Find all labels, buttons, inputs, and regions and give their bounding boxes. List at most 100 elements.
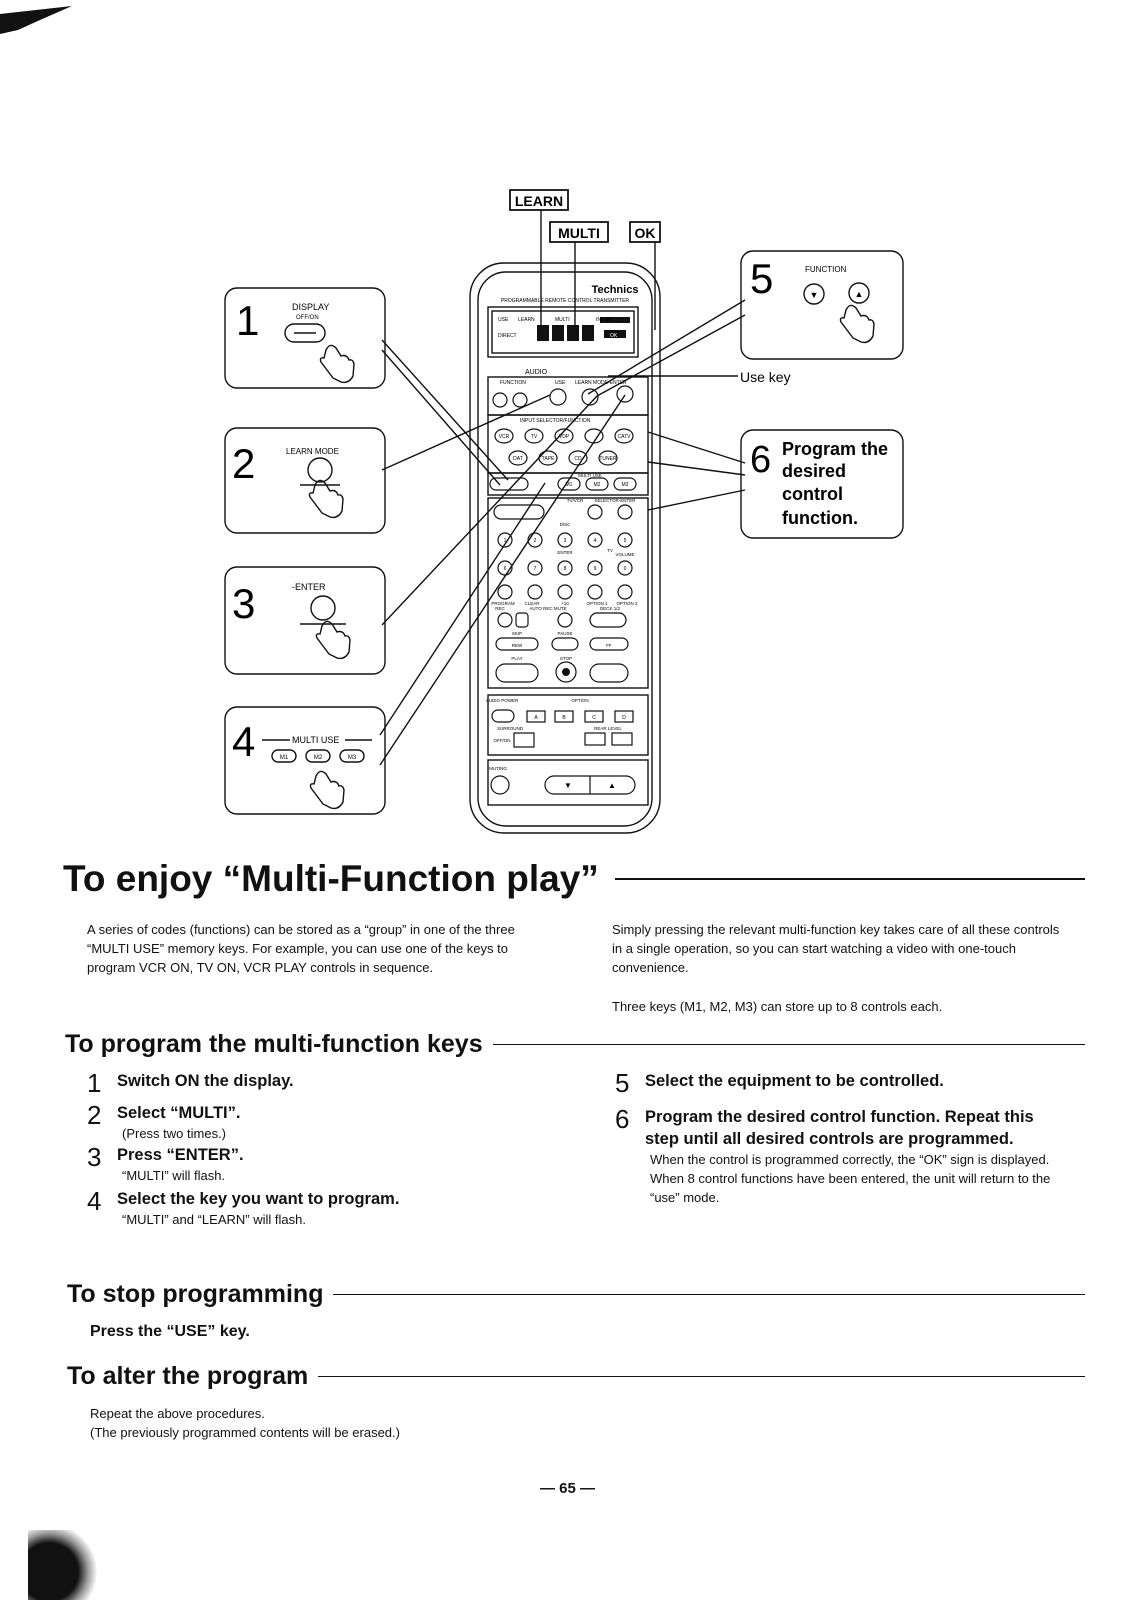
section-rule (492, 1044, 1085, 1045)
svg-text:A: A (534, 715, 538, 721)
svg-text:DECK 1/2: DECK 1/2 (600, 606, 621, 611)
svg-text:SKIP: SKIP (512, 631, 522, 636)
step-item: 5 Select the equipment to be controlled. (615, 1068, 1070, 1104)
svg-text:VCR: VCR (499, 434, 510, 440)
step-item: 4 Select the key you want to program. “M… (87, 1186, 567, 1230)
svg-text:B: B (562, 715, 566, 721)
step-note: (Press two times.) (122, 1126, 227, 1141)
remote-brand: Technics (592, 284, 639, 296)
svg-text:USE: USE (555, 380, 566, 386)
step-note: When 8 control functions have been enter… (650, 1171, 1051, 1205)
page-title: To enjoy “Multi-Function play” (63, 858, 1085, 900)
svg-text:DISC: DISC (560, 522, 572, 527)
step-title: Select “MULTI”. (117, 1104, 241, 1122)
svg-text:3: 3 (232, 580, 255, 627)
svg-text:TV: TV (607, 548, 613, 553)
svg-text:MULTI USE: MULTI USE (578, 473, 602, 478)
svg-text:PLAY: PLAY (511, 656, 522, 661)
steps-left: 1 Switch ON the display. 2 Select “MULTI… (87, 1068, 567, 1232)
svg-text:7: 7 (534, 566, 537, 572)
svg-text:▼: ▼ (810, 290, 819, 300)
callout-learn: LEARN (509, 189, 569, 211)
step-title: Select the equipment to be controlled. (645, 1072, 944, 1090)
section-rule (318, 1376, 1085, 1377)
svg-text:SELECTOR-ENTER: SELECTOR-ENTER (595, 498, 637, 503)
step-note: When the control is programmed correctly… (650, 1152, 1050, 1167)
svg-text:-ENTER: -ENTER (292, 582, 326, 592)
svg-text:▲: ▲ (608, 781, 616, 790)
diagram-step-4: 4 MULTI USE M1 M2 M3 (232, 718, 372, 810)
svg-text:TUNER: TUNER (599, 456, 617, 462)
svg-text:FUNCTION: FUNCTION (500, 380, 526, 386)
svg-text:M1: M1 (280, 755, 289, 761)
svg-text:CLEAR: CLEAR (524, 601, 540, 606)
svg-text:4: 4 (232, 718, 255, 765)
section-heading-text: To program the multi-function keys (65, 1030, 483, 1058)
step-number: 2 (87, 1100, 102, 1130)
svg-text:OPTION 1: OPTION 1 (586, 601, 608, 606)
svg-text:LEARN: LEARN (518, 317, 535, 323)
intro-left: A series of codes (functions) can be sto… (87, 922, 515, 975)
svg-text:TV: TV (531, 434, 538, 440)
svg-text:M1: M1 (566, 482, 573, 488)
step-note: “MULTI” will flash. (122, 1168, 226, 1183)
diagram-step-1: 1 DISPLAY OFF/ON (236, 297, 355, 384)
svg-text:OFF/ON: OFF/ON (494, 738, 511, 743)
svg-text:0: 0 (624, 566, 627, 572)
svg-text:1: 1 (504, 538, 507, 544)
svg-text:9: 9 (594, 566, 597, 572)
stop-instruction: Press the “USE” key. (90, 1323, 250, 1340)
svg-text:INITIAL: INITIAL (596, 317, 613, 323)
svg-text:LEARN MODE-ENTER: LEARN MODE-ENTER (575, 380, 627, 386)
svg-text:M3: M3 (622, 482, 629, 488)
use-key-label: Use key (740, 369, 791, 385)
svg-text:5: 5 (750, 255, 773, 302)
alter-line-2: (The previously programmed contents will… (90, 1425, 400, 1440)
svg-text:2: 2 (534, 538, 537, 544)
section-heading-stop: To stop programming (67, 1280, 1085, 1309)
svg-text:REAR LEVEL: REAR LEVEL (594, 726, 622, 731)
svg-text:M3: M3 (348, 755, 357, 761)
step-item: 3 Press “ENTER”. “MULTI” will flash. (87, 1142, 567, 1186)
section-heading-text: To alter the program (67, 1362, 309, 1390)
svg-text:DAT: DAT (513, 456, 523, 462)
step-item: 1 Switch ON the display. (87, 1068, 567, 1100)
step-number: 1 (87, 1068, 102, 1098)
step-number: 3 (87, 1142, 102, 1172)
svg-text:Program the: Program the (782, 439, 888, 459)
svg-text:REW: REW (512, 643, 523, 648)
intro-right: Simply pressing the relevant multi-funct… (612, 922, 1060, 975)
step-number: 6 (615, 1104, 630, 1134)
svg-text:C: C (592, 715, 596, 721)
step-title: Program the desired control function. Re… (645, 1108, 1034, 1148)
scan-corner-mark (28, 1530, 98, 1600)
scan-corner-mark (0, 6, 72, 34)
title-rule (614, 878, 1085, 880)
svg-text:STOP: STOP (560, 656, 572, 661)
section-heading-alter: To alter the program (67, 1362, 1085, 1391)
svg-text:OFF/ON: OFF/ON (296, 315, 319, 321)
step-number: 5 (615, 1068, 630, 1098)
svg-text:control: control (782, 484, 843, 504)
step-number: 4 (87, 1186, 102, 1216)
svg-text:TV/VCR: TV/VCR (567, 498, 584, 503)
svg-text:3: 3 (564, 538, 567, 544)
svg-text:MULTI: MULTI (558, 225, 600, 241)
step-title: Press “ENTER”. (117, 1146, 244, 1164)
svg-text:desired: desired (782, 461, 846, 481)
svg-text:MULTI: MULTI (555, 317, 570, 323)
section-heading-program: To program the multi-function keys (65, 1030, 1085, 1059)
svg-text:OPTION 2: OPTION 2 (616, 601, 638, 606)
svg-text:DISPLAY: DISPLAY (292, 302, 329, 312)
callout-multi: MULTI (549, 221, 609, 243)
svg-text:VDP: VDP (559, 434, 570, 440)
svg-text:M2: M2 (594, 482, 601, 488)
step-item: 2 Select “MULTI”. (Press two times.) (87, 1100, 567, 1142)
svg-text:+10: +10 (561, 601, 569, 606)
svg-text:M2: M2 (314, 755, 323, 761)
svg-text:OK: OK (610, 333, 618, 339)
diagram-step-5: 5 FUNCTION ▼ ▲ (750, 255, 875, 344)
svg-text:ENTER: ENTER (557, 550, 573, 555)
svg-text:4: 4 (594, 538, 597, 544)
svg-text:USE: USE (498, 317, 509, 323)
